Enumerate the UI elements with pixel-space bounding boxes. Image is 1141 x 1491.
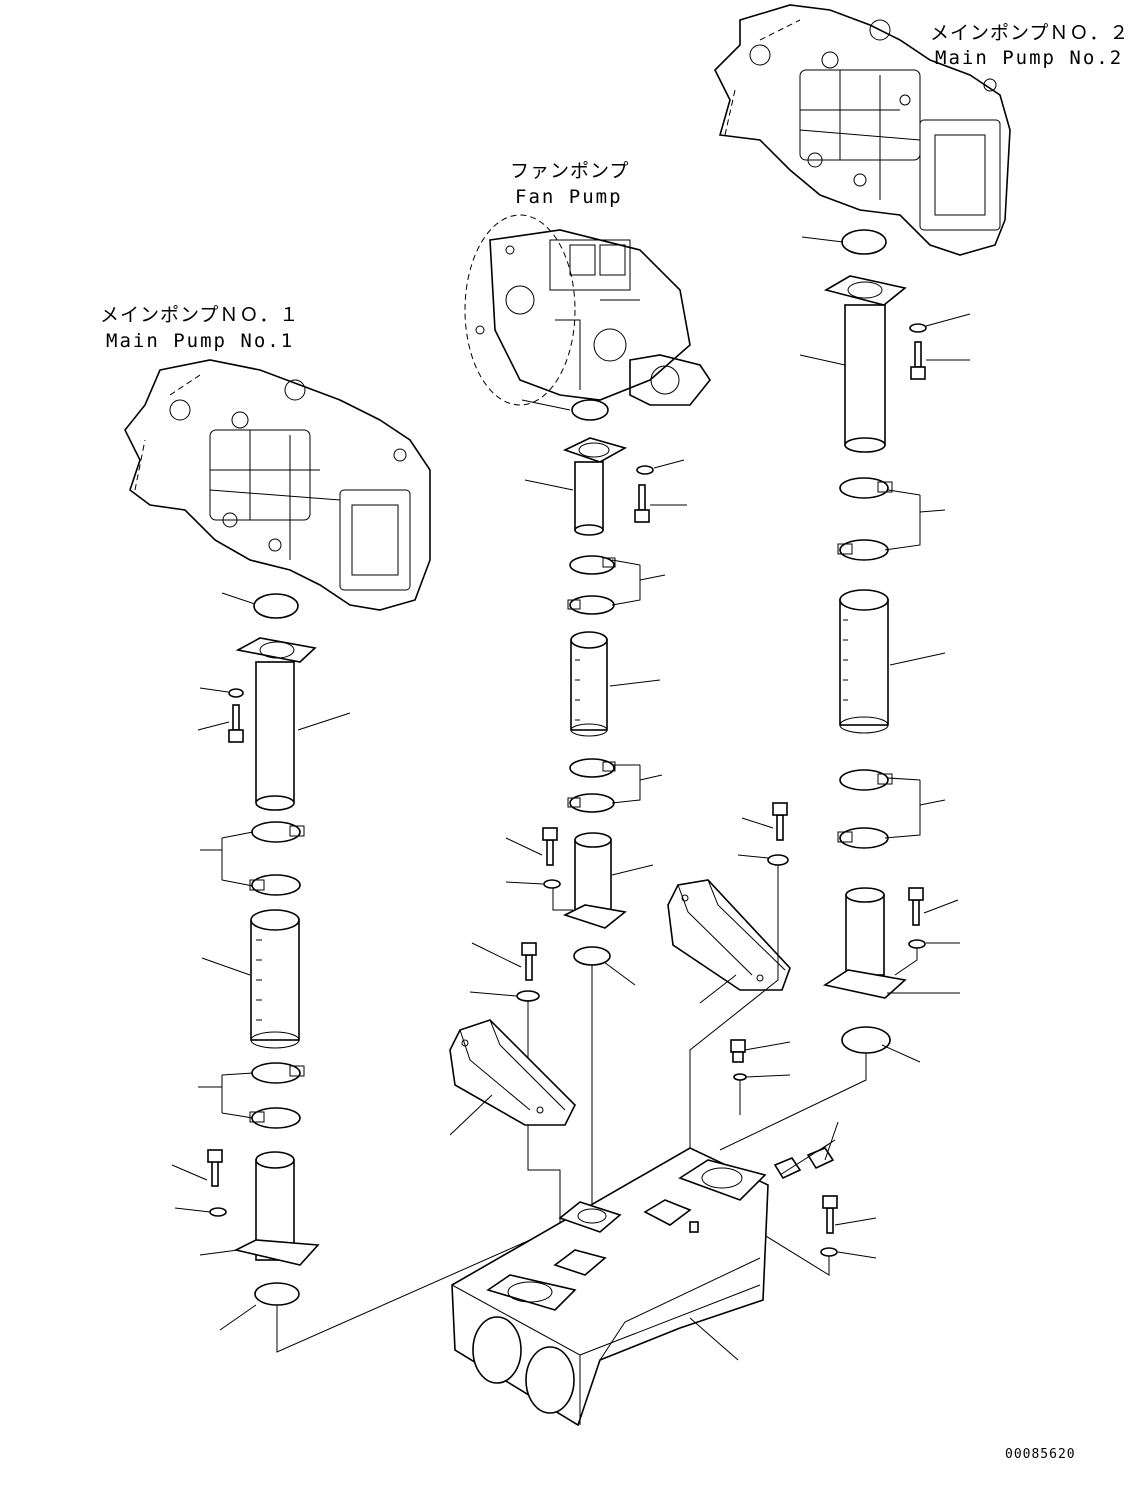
tank-case xyxy=(451,1147,769,1427)
fan-pump-jp-label: ファンポンプ xyxy=(510,160,630,182)
main-pump-1-en-label: Main Pump No.1 xyxy=(106,330,295,352)
main-pump-2-illustration xyxy=(714,4,1011,256)
fan-pump-illustration xyxy=(464,214,711,406)
document-number: 00085620 xyxy=(1005,1447,1076,1462)
main-pump-1-jp-label: メインポンプＮＯ．１ xyxy=(100,304,300,326)
right-bracket-parts xyxy=(667,802,839,1180)
right-column-parts xyxy=(719,229,971,1276)
main-pump-2-en-label: Main Pump No.2 xyxy=(935,47,1124,69)
fan-pump-en-label: Fan Pump xyxy=(515,186,623,208)
center-column-parts xyxy=(449,399,687,1245)
main-pump-1-illustration xyxy=(124,359,431,611)
left-column-parts xyxy=(171,592,531,1353)
main-pump-2-jp-label: メインポンプＮＯ．２ xyxy=(930,22,1130,44)
